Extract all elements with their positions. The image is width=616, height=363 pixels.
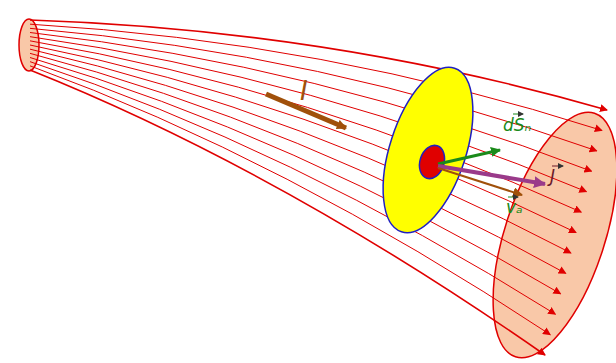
current-line bbox=[30, 24, 602, 130]
cross-section bbox=[365, 56, 490, 243]
vector-sign bbox=[552, 166, 563, 167]
current-line bbox=[30, 49, 571, 253]
tube-end-right bbox=[468, 98, 616, 363]
current-line bbox=[30, 37, 586, 192]
vector-sign bbox=[513, 114, 523, 115]
vector-sign bbox=[508, 197, 518, 198]
normal-label: dSₙ bbox=[503, 117, 531, 134]
current-lines bbox=[30, 20, 607, 355]
current-line bbox=[30, 58, 561, 294]
current-density-vector bbox=[438, 166, 545, 184]
velocity-vector bbox=[438, 168, 522, 195]
current-density-label: J bbox=[550, 168, 555, 185]
current-line bbox=[30, 28, 597, 150]
current-line bbox=[30, 45, 576, 233]
current-line bbox=[30, 41, 581, 212]
current-label: I bbox=[300, 78, 308, 104]
current-line bbox=[30, 62, 555, 314]
current-line bbox=[30, 33, 592, 172]
current-line bbox=[30, 20, 607, 110]
current-line bbox=[30, 53, 566, 273]
normal-vector bbox=[438, 150, 500, 164]
velocity-label: vₐ bbox=[506, 199, 523, 216]
